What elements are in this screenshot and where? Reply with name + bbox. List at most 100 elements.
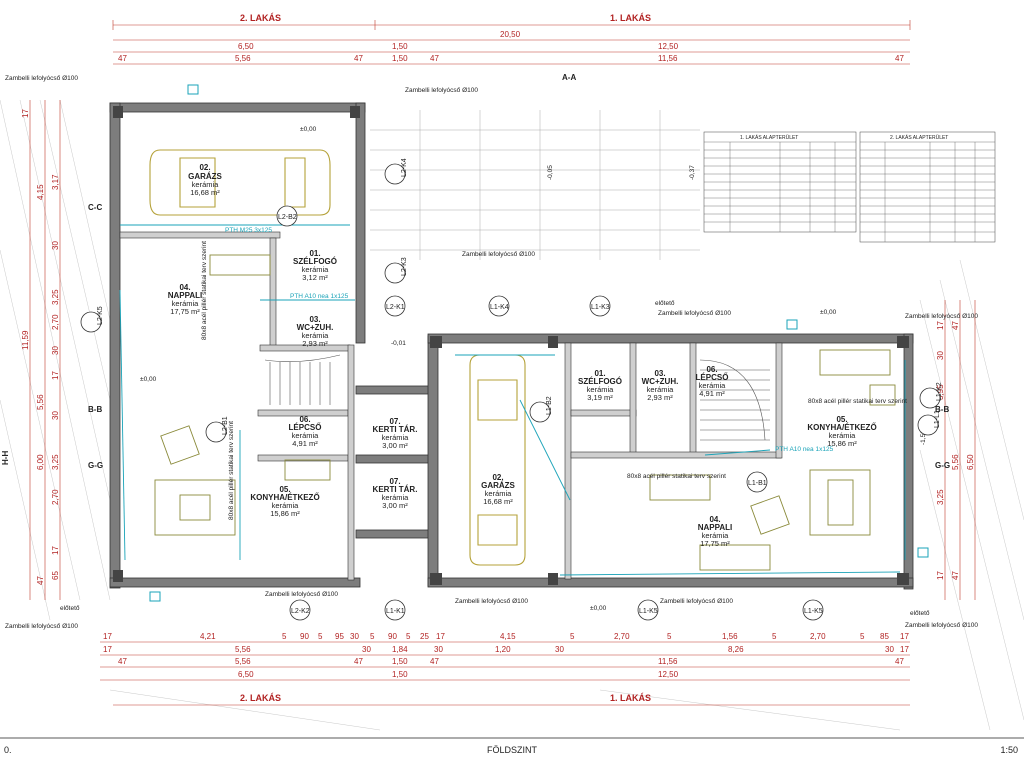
svg-text:5: 5	[406, 632, 411, 641]
window-marker	[786, 319, 798, 330]
dim-left-2: 4,15	[36, 184, 45, 200]
svg-text:05.: 05.	[836, 415, 847, 424]
svg-text:03.: 03.	[309, 315, 320, 324]
dim-left-9: 30	[51, 411, 60, 420]
svg-text:KERTI TÁR.: KERTI TÁR.	[373, 485, 418, 494]
svg-text:SZÉLFOGÓ: SZÉLFOGÓ	[578, 377, 622, 386]
svg-text:05.: 05.	[279, 485, 290, 494]
svg-text:A-A: A-A	[562, 73, 576, 82]
tag-l1-k3: L1-K3	[589, 295, 611, 317]
svg-text:2. LAKÁS ALAPTERÜLET: 2. LAKÁS ALAPTERÜLET	[890, 134, 948, 141]
svg-text:L2-K1: L2-K1	[386, 304, 405, 311]
room-stairs-right: 06. LÉPCSŐ kerámia 4,91 m²	[696, 365, 729, 398]
dim-top-r2-4: 47	[430, 54, 439, 63]
svg-text:8,26: 8,26	[728, 645, 744, 654]
lintel-label-1: PTH M25 3x125	[225, 227, 272, 234]
svg-text:01.: 01.	[594, 369, 605, 378]
tag-l2-k4: L2-K4	[384, 158, 408, 185]
svg-text:4,15: 4,15	[500, 632, 516, 641]
lintel-label-3: PTH A10 nea 1x125	[775, 446, 834, 453]
svg-text:kerámia: kerámia	[302, 331, 330, 340]
svg-text:30: 30	[555, 645, 564, 654]
dim-top-r1-0: 6,50	[238, 42, 254, 51]
stairs-left	[264, 354, 341, 405]
dim-left-12: 3,25	[51, 454, 60, 470]
top-dimension-chain: 2. LAKÁS 1. LAKÁS 20,50 6,50 1,50 12,50 …	[112, 13, 911, 65]
svg-text:L1-B1: L1-B1	[748, 480, 767, 487]
svg-text:H-H: H-H	[1, 451, 10, 465]
svg-text:L2-K5: L2-K5	[97, 306, 104, 325]
svg-text:1. LAKÁS: 1. LAKÁS	[610, 693, 651, 703]
tag-l1-k4: L1-K4	[488, 295, 510, 317]
lintel-label-2: PTH A10 nea 1x125	[290, 293, 349, 300]
svg-text:3,00 m²: 3,00 m²	[382, 441, 408, 450]
svg-text:L1-K5: L1-K5	[804, 608, 823, 615]
svg-text:4,91 m²: 4,91 m²	[292, 439, 318, 448]
svg-text:95: 95	[335, 632, 344, 641]
dim-left-5: 30	[51, 346, 60, 355]
note-pillar-1: 80x8 acél pillér statikai terv szerint	[201, 241, 208, 340]
tag-l2-k5: L2-K5	[80, 306, 104, 333]
svg-text:B-B: B-B	[935, 405, 949, 414]
svg-text:30: 30	[434, 645, 443, 654]
svg-text:KONYHA/ÉTKEZŐ: KONYHA/ÉTKEZŐ	[807, 423, 876, 432]
svg-text:17: 17	[900, 645, 909, 654]
dim-left-6: 17	[51, 371, 60, 380]
note-pillar-2: 80x8 acél pillér statikai terv szerint	[627, 473, 726, 480]
svg-text:LÉPCSŐ: LÉPCSŐ	[289, 423, 322, 432]
dim-right-3: 5,56	[951, 454, 960, 470]
right-dimension-chain: 17 30 3,95 5,56 6,50 47 47 17 3,25	[936, 300, 976, 600]
svg-text:17: 17	[900, 632, 909, 641]
svg-text:L1-K5: L1-K5	[639, 608, 658, 615]
room-windbreak-right: 01. SZÉLFOGÓ kerámia 3,19 m²	[578, 369, 622, 402]
svg-text:kerámia: kerámia	[272, 501, 300, 510]
svg-text:kerámia: kerámia	[382, 493, 410, 502]
svg-text:L2-B2: L2-B2	[278, 214, 297, 221]
element-tags: L2-B2 L2-K4 L2-K3 L2-K1 L1-K4 L1-K3 L2-B…	[80, 158, 943, 621]
svg-text:1,50: 1,50	[392, 670, 408, 679]
note-downpipe-10: Zambelli lefolyócső Ø100	[905, 622, 978, 629]
footer-title: FÖLDSZINT	[487, 745, 538, 755]
note-downpipe-1: Zambelli lefolyócső Ø100	[5, 75, 78, 82]
svg-text:3,12 m²: 3,12 m²	[302, 273, 328, 282]
level-2: ±0,00	[140, 376, 157, 383]
svg-text:kerámia: kerámia	[292, 431, 320, 440]
note-downpipe-5: Zambelli lefolyócső Ø100	[905, 313, 978, 320]
svg-text:07.: 07.	[389, 477, 400, 486]
dim-top-r2-3: 1,50	[392, 54, 408, 63]
section-markers: C-C B-B G-G B-B G-G A-A H-H	[1, 73, 950, 470]
dim-left-4: 3,25	[51, 289, 60, 305]
dim-top-r2-5: 11,56	[658, 54, 678, 63]
svg-text:3,19 m²: 3,19 m²	[587, 393, 613, 402]
dim-left-15: 47	[36, 576, 45, 585]
dim-right-2: 3,95	[936, 384, 945, 400]
lintels: PTH M25 3x125 PTH A10 nea 1x125 PTH A10 …	[119, 84, 929, 602]
note-downpipe-3: Zambelli lefolyócső Ø100	[462, 251, 535, 258]
svg-text:5: 5	[667, 632, 672, 641]
room-labels: 02. GARÁZS kerámia 16,68 m² 01. SZÉLFOGÓ…	[168, 163, 877, 548]
level-6: -0,05	[547, 165, 554, 180]
tag-l2-b2: L2-B2	[276, 205, 298, 227]
tag-l1-k2: L1-K2	[919, 382, 943, 409]
svg-text:G-G: G-G	[935, 461, 950, 470]
svg-text:L1-L1: L1-L1	[934, 410, 941, 428]
svg-text:L1-K3: L1-K3	[591, 304, 610, 311]
svg-text:06.: 06.	[299, 415, 310, 424]
svg-text:07.: 07.	[389, 417, 400, 426]
svg-text:47: 47	[118, 657, 127, 666]
svg-text:5: 5	[282, 632, 287, 641]
svg-text:L1-K2: L1-K2	[936, 382, 943, 401]
room-kitchen-right: 05. KONYHA/ÉTKEZŐ kerámia 15,86 m²	[807, 415, 876, 448]
svg-text:90: 90	[300, 632, 309, 641]
svg-text:L2-K2: L2-K2	[291, 608, 310, 615]
svg-text:03.: 03.	[654, 369, 665, 378]
apartment-left-label: 2. LAKÁS	[240, 13, 281, 23]
svg-text:15,86 m²: 15,86 m²	[270, 509, 300, 518]
svg-text:L2-K3: L2-K3	[401, 257, 408, 276]
dim-top-r2-1: 5,56	[235, 54, 251, 63]
svg-text:L1-K4: L1-K4	[490, 304, 509, 311]
window-marker	[917, 547, 929, 558]
svg-text:04.: 04.	[709, 515, 720, 524]
dim-top-r2-2: 47	[354, 54, 363, 63]
level-7: -0,37	[689, 165, 696, 180]
